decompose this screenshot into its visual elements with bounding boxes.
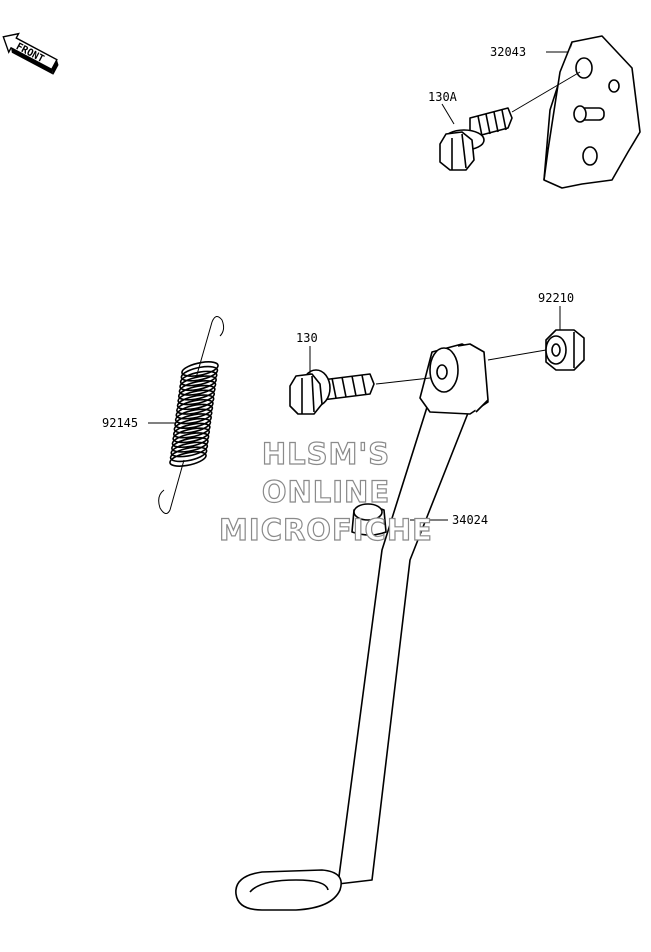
- bolt-130a: [439, 107, 513, 171]
- watermark: HLSM'S ONLINE MICROFICHE: [218, 436, 433, 547]
- part-label-92145: 92145: [102, 416, 138, 430]
- side-stand-34024: [235, 343, 489, 911]
- part-label-92210: 92210: [538, 291, 574, 305]
- bolt-130: [289, 369, 375, 415]
- leader-lines: [148, 51, 581, 521]
- front-arrow-badge: FRONT: [2, 32, 59, 75]
- part-label-32043: 32043: [490, 45, 526, 59]
- watermark-line-3: MICROFICHE: [219, 513, 433, 547]
- watermark-line-1: HLSM'S: [262, 437, 390, 471]
- nut-92210: [545, 329, 585, 371]
- part-label-130: 130: [296, 331, 318, 345]
- spring-92145: [158, 316, 225, 514]
- watermark-line-2: ONLINE: [262, 475, 390, 509]
- part-label-34024: 34024: [452, 513, 488, 527]
- bracket-32043: [543, 35, 641, 189]
- part-label-130a: 130A: [428, 90, 458, 104]
